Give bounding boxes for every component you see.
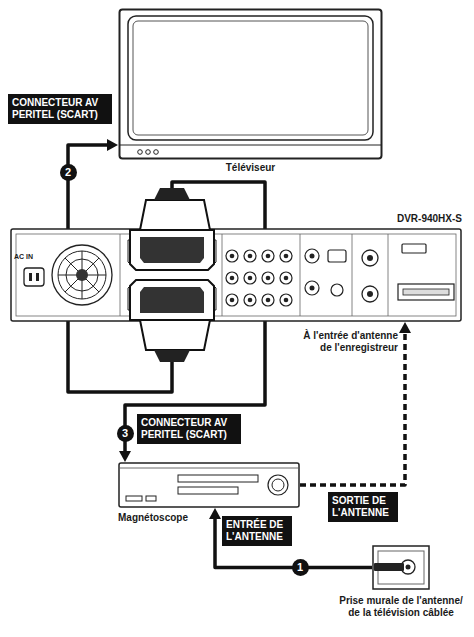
vcr-drawing: [118, 462, 300, 508]
cable-line: [300, 331, 405, 485]
tv-drawing: [118, 8, 383, 160]
arrow-head: [209, 508, 221, 519]
arrow-head: [399, 322, 411, 333]
callout-number: 3: [117, 425, 134, 442]
port-marking: AC IN: [14, 252, 44, 261]
wall-socket-drawing: [372, 545, 430, 590]
arrow-head: [119, 451, 131, 462]
dvd-recorder: DVR-940HX-S: [10, 228, 462, 322]
connector-tag: SORTIE DE L'ANTENNE: [328, 492, 398, 522]
connector-tag: CONNECTEUR AV PERITEL (SCART): [8, 94, 112, 124]
device-name: Téléviseur: [118, 162, 383, 174]
device-name: Prise murale de l'antenne/ de la télévis…: [336, 595, 466, 619]
wall-socket: Prise murale de l'antenne/ de la télévis…: [372, 545, 430, 590]
connector-tag: ENTRÉE DE L'ANTENNE: [222, 516, 292, 546]
device-name: Magnétoscope: [118, 512, 188, 524]
cable-connector: [119, 182, 265, 462]
television: Téléviseur: [118, 8, 383, 160]
connector-tag: CONNECTEUR AV PERITEL (SCART): [137, 414, 241, 444]
vcr: Magnétoscope: [118, 462, 300, 508]
callout-number: 1: [292, 559, 309, 576]
callout-number: 2: [60, 164, 77, 181]
input-note: À l'entrée d'antenne de l'enregistreur: [290, 330, 398, 354]
recorder-rear-panel: [10, 228, 462, 322]
arrow-head: [107, 139, 118, 151]
cable-line: [215, 517, 372, 568]
device-name: DVR-940HX-S: [397, 213, 462, 225]
